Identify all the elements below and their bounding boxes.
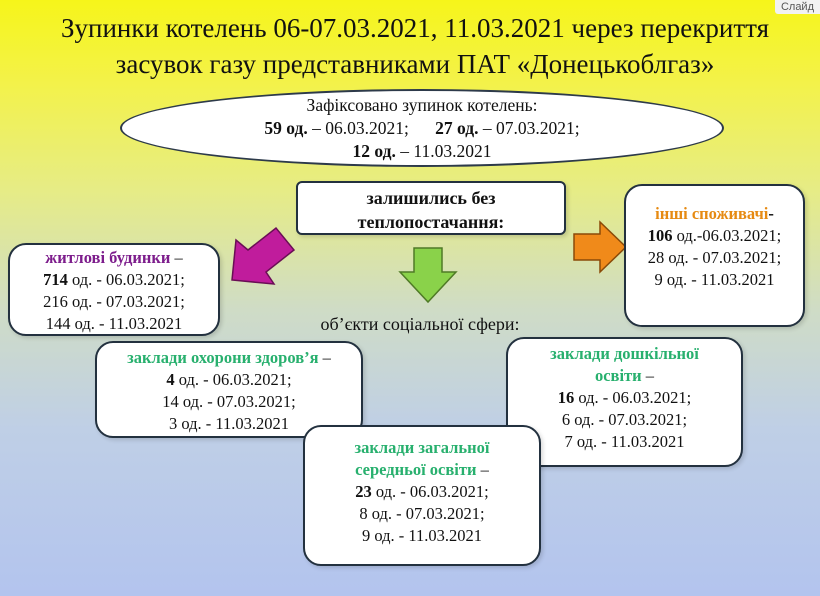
title-line-2: засувок газу представниками ПАТ «Донецьк… bbox=[115, 49, 715, 79]
summary-ellipse: Зафіксовано зупинок котелень: 59 од. – 0… bbox=[120, 89, 724, 167]
slide-title: Зупинки котелень 06-07.03.2021, 11.03.20… bbox=[30, 10, 800, 82]
residential-title-row: житлові будинки – bbox=[10, 247, 218, 269]
title-line-1: Зупинки котелень 06-07.03.2021, 11.03.20… bbox=[60, 13, 769, 43]
school-count-1: 23 bbox=[355, 482, 372, 501]
healthcare-row-3: 3 од. - 11.03.2021 bbox=[168, 414, 290, 433]
other-row-1: 106 од.-06.03.2021; bbox=[626, 225, 803, 247]
other-title-row: інші споживачі- bbox=[626, 203, 803, 225]
healthcare-title: заклади охорони здоров’я bbox=[127, 348, 319, 367]
summary-row-2: 12 од. – 11.03.2021 bbox=[122, 140, 722, 163]
residential-date-1: од. - 06.03.2021; bbox=[67, 270, 185, 289]
left-arrow-icon bbox=[231, 226, 296, 285]
preschool-title-2: освіти bbox=[594, 366, 642, 385]
no-heating-line-2: теплопостачання: bbox=[357, 212, 505, 232]
residential-title: житлові будинки bbox=[45, 248, 171, 267]
healthcare-row-1: 4 од. - 06.03.2021; bbox=[97, 369, 361, 391]
healthcare-date-1: од. - 06.03.2021; bbox=[174, 370, 292, 389]
healthcare-row-2: 14 од. - 07.03.2021; bbox=[162, 392, 296, 411]
summary-heading: Зафіксовано зупинок котелень: bbox=[306, 95, 538, 115]
healthcare-count-1: 4 bbox=[166, 370, 175, 389]
preschool-row-2: 6 од. - 07.03.2021; bbox=[561, 410, 688, 429]
other-dash: - bbox=[768, 204, 774, 223]
summary-count-1: 59 од. bbox=[264, 118, 308, 138]
slide-label: Слайд bbox=[774, 0, 820, 14]
other-consumers-box: інші споживачі- 106 од.-06.03.2021; 28 о… bbox=[624, 184, 805, 327]
residential-box: житлові будинки – 714 од. - 06.03.2021; … bbox=[8, 243, 220, 336]
preschool-box: заклади дошкільної освіти – 16 од. - 06.… bbox=[506, 337, 743, 467]
down-arrow-icon bbox=[398, 247, 458, 304]
preschool-count-1: 16 bbox=[557, 388, 575, 407]
summary-count-3: 12 од. bbox=[352, 141, 396, 161]
summary-row-1: 59 од. – 06.03.2021; 27 од. – 07.03.2021… bbox=[122, 117, 722, 140]
school-date-1: од. - 06.03.2021; bbox=[371, 482, 489, 501]
other-title: інші споживачі bbox=[655, 204, 769, 223]
other-row-2: 28 од. - 07.03.2021; bbox=[647, 248, 782, 267]
right-arrow-icon bbox=[573, 220, 628, 274]
school-dash: – bbox=[476, 460, 489, 479]
summary-count-2: 27 од. bbox=[435, 118, 479, 138]
healthcare-title-row: заклади охорони здоров’я – bbox=[97, 347, 361, 369]
preschool-row-3: 7 од. - 11.03.2021 bbox=[564, 432, 685, 451]
preschool-date-1: од. - 06.03.2021; bbox=[574, 388, 692, 407]
preschool-dash: – bbox=[641, 366, 655, 385]
school-row-1: 23 од. - 06.03.2021; bbox=[305, 481, 539, 503]
no-heating-line-1: залишились без bbox=[366, 188, 496, 208]
preschool-title-1: заклади дошкільної bbox=[550, 344, 699, 363]
school-row-2: 8 од. - 07.03.2021; bbox=[359, 504, 485, 523]
school-title-1: заклади загальної bbox=[354, 438, 490, 457]
other-count-1: 106 bbox=[647, 226, 673, 245]
no-heating-box: залишились без теплопостачання: bbox=[296, 181, 566, 235]
healthcare-dash: – bbox=[318, 348, 331, 367]
summary-date-1: – 06.03.2021; bbox=[307, 118, 409, 138]
residential-row-3: 144 од. - 11.03.2021 bbox=[45, 314, 183, 333]
healthcare-box: заклади охорони здоров’я – 4 од. - 06.03… bbox=[95, 341, 363, 438]
general-school-box: заклади загальної середньої освіти – 23 … bbox=[303, 425, 541, 566]
summary-date-2: – 07.03.2021; bbox=[478, 118, 580, 138]
other-date-1: од.-06.03.2021; bbox=[672, 226, 782, 245]
residential-row-2: 216 од. - 07.03.2021; bbox=[43, 292, 185, 311]
summary-date-3: – 11.03.2021 bbox=[395, 141, 492, 161]
school-title-2: середньої освіти bbox=[355, 460, 477, 479]
residential-count-1: 714 bbox=[43, 270, 68, 289]
preschool-title-row-2: освіти – bbox=[508, 365, 741, 387]
residential-row-1: 714 од. - 06.03.2021; bbox=[10, 269, 218, 291]
school-title-row-2: середньої освіти – bbox=[305, 459, 539, 481]
school-row-3: 9 од. - 11.03.2021 bbox=[361, 526, 483, 545]
social-sphere-label: об’єкти соціальної сфери: bbox=[320, 314, 520, 334]
preschool-row-1: 16 од. - 06.03.2021; bbox=[508, 387, 741, 409]
other-row-3: 9 од. - 11.03.2021 bbox=[654, 270, 775, 289]
residential-dash: – bbox=[170, 248, 183, 267]
